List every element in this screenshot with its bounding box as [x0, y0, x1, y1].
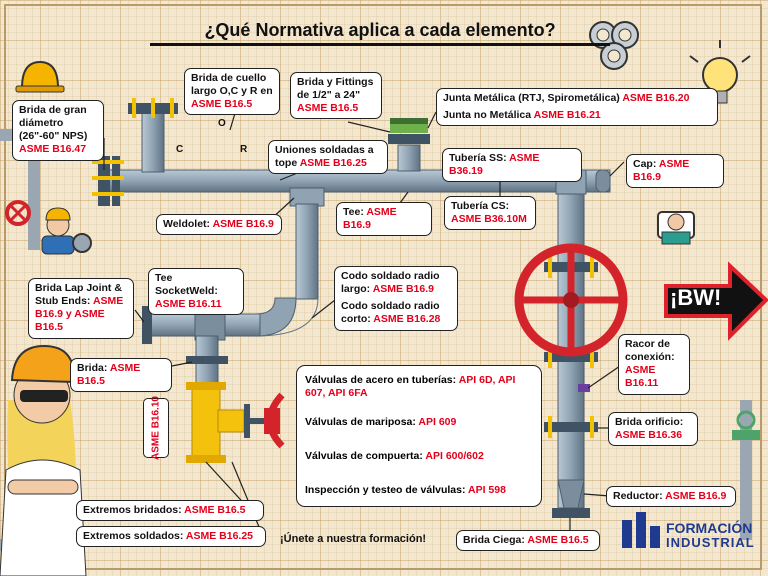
valve-mariposa: Válvulas de mariposa: API 609	[305, 416, 457, 428]
label-extremos-soldados: Extremos soldados: ASME B16.25	[76, 526, 266, 548]
label-brida-fittings: Brida y Fittings de 1/2" a 24" ASME B16.…	[290, 72, 382, 120]
valve-compuerta: Válvulas de compuerta: API 600/602	[305, 450, 484, 462]
yellow-tee-top	[186, 382, 226, 390]
label-reductor: Reductor: ASME B16.9	[606, 486, 736, 508]
label-tuberia-cs: Tubería CS: ASME B36.10M	[444, 196, 536, 231]
hardhat-icon	[15, 60, 65, 93]
pipes-icon	[589, 21, 639, 70]
elbow	[255, 297, 297, 337]
valve-flange-bottom	[544, 352, 598, 362]
page-title: ¿Qué Normativa aplica a cada elemento?	[150, 20, 610, 46]
label-asme-b16-10: ASME B16.10	[143, 396, 169, 460]
label-cap: Cap: ASME B16.9	[626, 154, 724, 189]
side-valve	[732, 430, 760, 440]
bw-badge: ¡BW!	[670, 285, 722, 310]
cta-text: ¡Únete a nuestra formación!	[280, 533, 427, 545]
woman-figure	[0, 344, 87, 576]
yellow-tee-bottom	[186, 455, 226, 463]
label-extremos-bridados: Extremos bridados: ASME B16.5	[76, 500, 264, 522]
red-valve-icon	[5, 200, 31, 226]
racor	[578, 384, 590, 392]
page-frame	[4, 4, 762, 570]
bw-arrow	[664, 261, 768, 341]
label-brida-ciega: Brida Ciega: ASME B16.5	[456, 530, 600, 552]
valve-bolts	[548, 256, 594, 368]
branch-pipe-up	[141, 111, 165, 173]
label-weldolet: Weldolet: ASME B16.9	[156, 214, 282, 236]
logo-line-1: FORMACIÓN	[666, 520, 753, 536]
label-brida-gran-diametro: Brida de gran diámetro (26"-60" NPS) ASM…	[12, 100, 104, 161]
gate-body	[264, 408, 280, 434]
drop-pipe	[295, 203, 319, 300]
gasket-top	[390, 118, 428, 124]
label-juntas: Junta Metálica (RTJ, Spirometálica) ASME…	[436, 88, 718, 127]
worker-icon	[41, 207, 92, 255]
valve-inspeccion: Inspección y testeo de válvulas: API 598	[305, 484, 506, 496]
gasket	[390, 124, 428, 133]
label-tuberia-ss: Tubería SS: ASME B36.19	[442, 148, 582, 183]
elbow-outer	[255, 297, 319, 337]
marker-o: O	[218, 118, 226, 129]
gate-flange	[244, 404, 250, 438]
marker-c: C	[176, 144, 184, 155]
cap	[595, 169, 611, 193]
label-brida: Brida: ASME B16.5	[70, 358, 172, 393]
blind-flange	[552, 508, 590, 518]
label-racor: Racor de conexión: ASME B16.11	[618, 334, 690, 395]
fitting-flange	[388, 134, 430, 144]
label-tee-socketweld: Tee SocketWeld: ASME B16.11	[148, 268, 244, 316]
logo-mark	[622, 512, 660, 548]
orifice-flange	[544, 422, 598, 432]
top-flange-bolts	[132, 98, 174, 118]
gate-stem	[250, 418, 270, 424]
side-pipe-right	[740, 400, 752, 540]
tee-branch	[397, 144, 421, 172]
label-uniones-soldadas: Uniones soldadas a tope ASME B16.25	[268, 140, 388, 175]
label-brida-orificio: Brida orificio: ASME B16.36	[608, 412, 698, 447]
label-lap-joint: Brida Lap Joint & Stub Ends: ASME B16.9 …	[28, 278, 134, 339]
valve-acero: Válvulas de acero en tuberías: API 6D, A…	[305, 374, 516, 400]
large-flange-bolts	[92, 160, 124, 196]
large-flange-2	[112, 156, 120, 206]
label-brida-cuello-largo: Brida de cuello largo O,C y R en ASME B1…	[184, 68, 280, 116]
marker-r: R	[240, 144, 248, 155]
label-tee: Tee: ASME B16.9	[336, 202, 432, 237]
yellow-tee-vertical	[191, 384, 221, 461]
logo-line-2: INDUSTRIAL	[666, 535, 755, 550]
lapjoint-flange	[142, 306, 152, 344]
flange-lower	[186, 356, 228, 364]
weldolet	[289, 187, 325, 207]
label-codos: Codo soldado radio largo: ASME B16.9 Cod…	[334, 266, 458, 331]
valves-panel: Válvulas de acero en tuberías: API 6D, A…	[296, 365, 542, 507]
engineer-icon	[657, 211, 695, 245]
yellow-tee-branch	[217, 409, 245, 433]
